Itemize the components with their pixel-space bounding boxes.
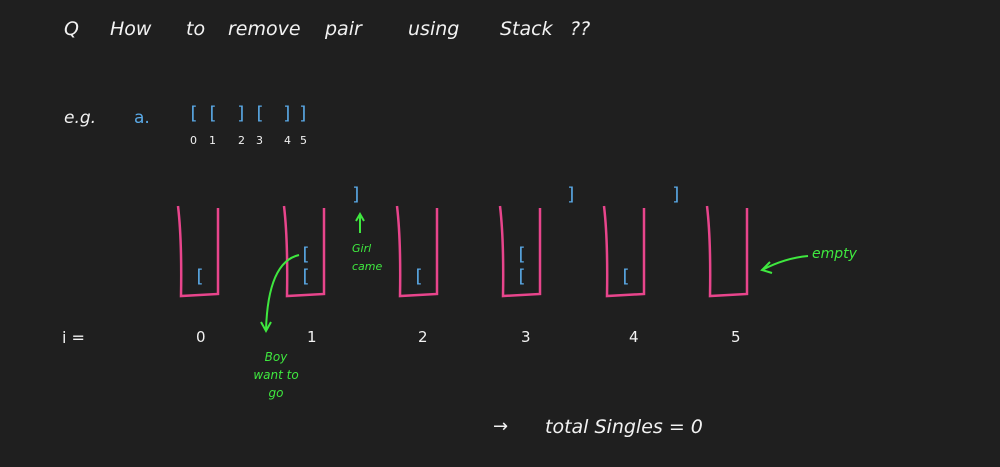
stack-item-bracket: [ [194,266,205,287]
title-word: Stack [500,18,553,40]
title-word: How [110,18,152,40]
incoming-bracket: ] [351,184,362,205]
example-index: 1 [209,134,216,147]
stack-container [395,205,439,298]
example-bracket: ] [236,103,247,124]
boy-arrowhead-icon [260,321,272,334]
result-arrow: → [493,416,509,437]
boy-note-line: want to [253,368,299,382]
stack-index: 1 [307,328,317,346]
stack-item-bracket: [ [516,266,527,287]
i-label: i = [62,328,85,347]
example-bracket: [ [254,103,265,124]
boy-arrow-icon [265,254,300,331]
example-index: 4 [284,134,291,147]
result-text: total Singles = 0 [545,416,703,438]
example-bracket: ] [282,103,293,124]
example-bracket: [ [207,103,218,124]
girl-note-line: came [352,260,383,273]
stack-item-bracket: [ [300,266,311,287]
incoming-bracket: ] [566,184,577,205]
girl-note-line: Girl [352,242,372,255]
title-word: to [186,18,206,40]
boy-want-to-go-note: Boy want to go [246,348,306,402]
title-word: ?? [570,18,591,40]
stack-index: 4 [629,328,639,346]
stack-index: 3 [521,328,531,346]
example-index: 3 [256,134,263,147]
eg-label: e.g. [64,108,97,128]
example-index: 5 [300,134,307,147]
stack-index: 2 [418,328,428,346]
stack-container [498,205,542,298]
example-index: 0 [190,134,197,147]
stack-item-bracket: [ [516,244,527,265]
title-word: using [408,18,460,40]
example-bracket: [ [188,103,199,124]
stack-item-bracket: [ [413,266,424,287]
stack-container [705,205,749,298]
empty-note: empty [812,246,857,262]
girl-arrowhead-icon [355,211,365,222]
empty-arrowhead-icon [760,261,773,274]
a-label: a. [134,108,150,128]
example-index: 2 [238,134,245,147]
incoming-bracket: ] [671,184,682,205]
stack-item-bracket: [ [300,244,311,265]
question-marker: Q [64,18,79,40]
boy-note-line: go [268,386,284,400]
girl-came-note: Girl came [352,240,382,276]
title-word: remove [228,18,301,40]
stack-container [282,205,326,298]
stack-container [176,205,220,298]
stack-item-bracket: [ [620,266,631,287]
stack-index: 5 [731,328,741,346]
boy-note-line: Boy [264,350,288,364]
example-bracket: ] [298,103,309,124]
empty-arrow-icon [761,255,809,271]
stack-index: 0 [196,328,206,346]
stack-container [602,205,646,298]
title-word: pair [325,18,362,40]
